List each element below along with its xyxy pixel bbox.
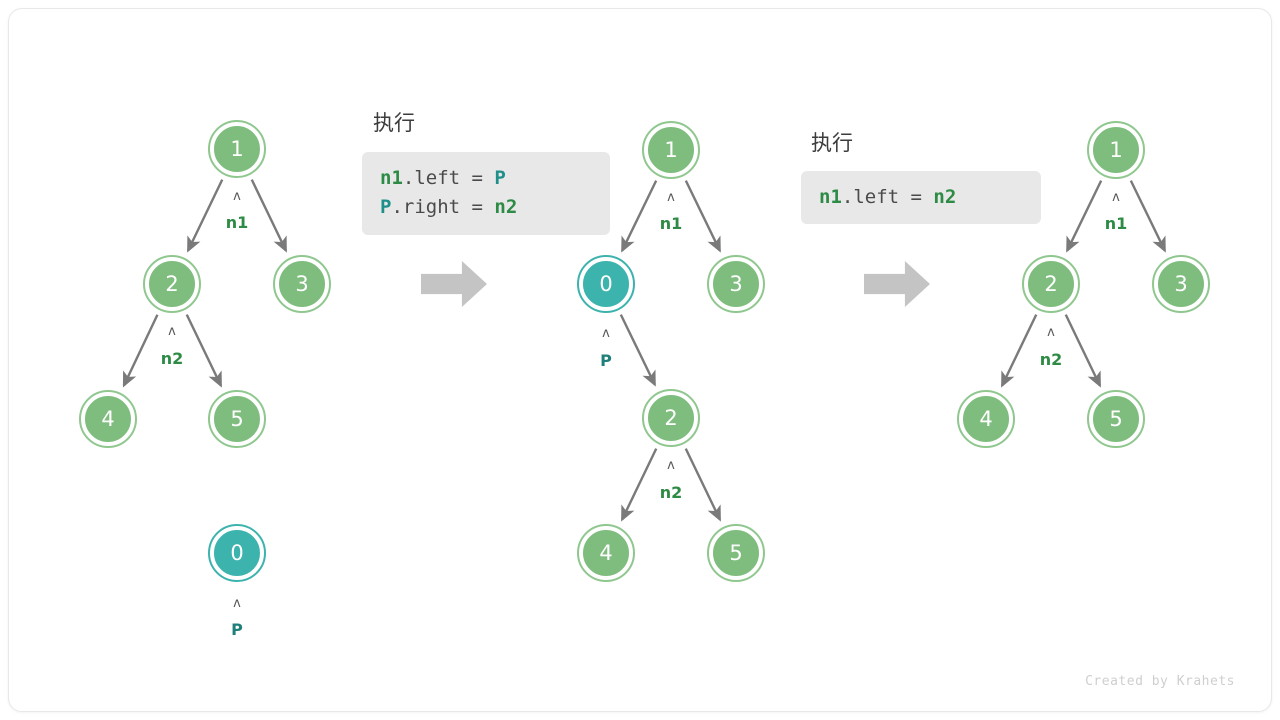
tree-node[interactable]: 5 <box>707 524 765 582</box>
node-ring <box>79 390 137 448</box>
tree-node[interactable]: 0 <box>208 524 266 582</box>
node-value: 4 <box>979 406 993 431</box>
node-ring <box>273 255 331 313</box>
node-value: 3 <box>729 271 743 296</box>
node-ring <box>957 390 1015 448</box>
tree-node[interactable]: 2 <box>1022 255 1080 313</box>
tree-node[interactable]: 4 <box>957 390 1015 448</box>
node-ring <box>208 120 266 178</box>
node-ring <box>143 255 201 313</box>
node-ring <box>1152 255 1210 313</box>
tree-node[interactable]: 1 <box>642 121 700 179</box>
node-value: 1 <box>1109 137 1123 162</box>
node-ring <box>577 524 635 582</box>
tree-node[interactable]: 3 <box>1152 255 1210 313</box>
pointer-label: n2 <box>659 483 683 502</box>
pointer-caret-icon: ʌ <box>667 458 675 473</box>
code-line: P.right = n2 <box>380 193 592 222</box>
tree-node[interactable]: 3 <box>707 255 765 313</box>
tree-node[interactable]: 2 <box>143 255 201 313</box>
code-block-2: n1.left = n2 <box>801 171 1041 225</box>
node-value: 1 <box>664 137 678 162</box>
code-token: .left = <box>402 167 495 189</box>
tree-node[interactable]: 3 <box>273 255 331 313</box>
node-value: 0 <box>599 271 613 296</box>
pointer-label: n2 <box>160 349 184 368</box>
exec-title-1: 执行 <box>373 111 415 135</box>
code-token: n2 <box>494 196 518 219</box>
pointer-label: P <box>600 351 612 370</box>
transition-arrow-2 <box>864 261 930 307</box>
node-ring <box>707 524 765 582</box>
node-ring <box>642 121 700 179</box>
pointer-caret-icon: ʌ <box>233 189 241 204</box>
pointer-label: n1 <box>659 214 683 233</box>
pointer-caret-icon: ʌ <box>1112 190 1120 205</box>
node-ring <box>1087 390 1145 448</box>
code-token: n1 <box>380 167 403 189</box>
pointer-label: n1 <box>225 213 249 232</box>
node-ring <box>577 255 635 313</box>
tree-node[interactable]: 5 <box>1087 390 1145 448</box>
node-value: 2 <box>165 271 179 296</box>
node-value: 4 <box>101 406 115 431</box>
tree-node[interactable]: 1 <box>1087 121 1145 179</box>
node-ring <box>1022 255 1080 313</box>
pointer-label: n2 <box>1039 350 1063 369</box>
code-line: n1.left = P <box>380 164 592 193</box>
code-token: P <box>380 196 392 219</box>
transition-arrow-1 <box>421 261 487 307</box>
code-token: n1 <box>819 186 842 208</box>
node-value: 5 <box>729 540 743 565</box>
node-ring <box>707 255 765 313</box>
node-value: 0 <box>230 540 244 565</box>
node-value: 4 <box>599 540 613 565</box>
code-token: .right = <box>391 196 495 219</box>
node-ring <box>1087 121 1145 179</box>
node-ring <box>208 524 266 582</box>
node-ring <box>208 390 266 448</box>
code-token: n2 <box>933 186 957 208</box>
pointer-caret-icon: ʌ <box>1047 325 1055 340</box>
node-value: 2 <box>664 405 678 430</box>
pointer-caret-icon: ʌ <box>667 190 675 205</box>
node-value: 2 <box>1044 271 1058 296</box>
node-value: 3 <box>295 271 309 296</box>
node-value: 1 <box>230 136 244 161</box>
pointer-caret-icon: ʌ <box>168 324 176 339</box>
code-line: n1.left = n2 <box>819 183 1023 212</box>
pointer-label: n1 <box>1104 214 1128 233</box>
code-token: .left = <box>841 186 934 208</box>
tree-node[interactable]: 0 <box>577 255 635 313</box>
node-value: 5 <box>230 406 244 431</box>
tree-node[interactable]: 4 <box>577 524 635 582</box>
node-value: 3 <box>1174 271 1188 296</box>
credit-text: Created by Krahets <box>1085 674 1235 689</box>
tree-node[interactable]: 5 <box>208 390 266 448</box>
node-value: 5 <box>1109 406 1123 431</box>
pointer-caret-icon: ʌ <box>233 596 241 611</box>
pointer-caret-icon: ʌ <box>602 326 610 341</box>
tree-node[interactable]: 4 <box>79 390 137 448</box>
tree-node[interactable]: 1 <box>208 120 266 178</box>
node-ring <box>642 389 700 447</box>
code-token: P <box>494 167 506 189</box>
exec-title-2: 执行 <box>811 131 853 155</box>
pointer-label: P <box>231 620 243 639</box>
tree-node[interactable]: 2 <box>642 389 700 447</box>
